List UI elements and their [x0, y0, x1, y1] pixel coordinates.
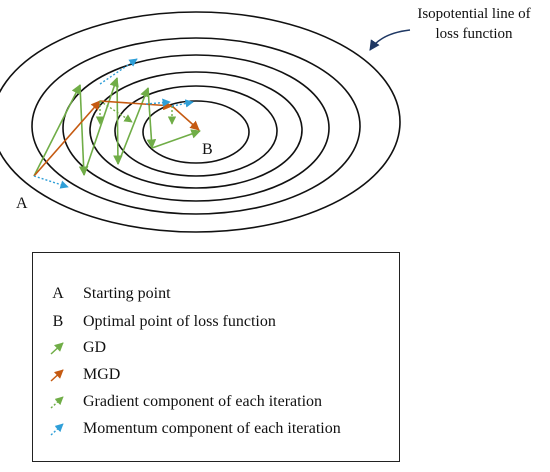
contour-ring-1 [0, 11, 401, 233]
loss-contour-diagram: A B [0, 11, 411, 233]
gd-step-3 [83, 77, 119, 176]
contour-callout: Isopotential line of loss function [404, 4, 544, 44]
legend-label-optimal: Optimal point of loss function [83, 313, 276, 330]
callout-line-1: Isopotential line of [417, 6, 531, 22]
legend-symbol-a: A [52, 285, 64, 302]
legend-item-gradient: Gradient component of each iteration [33, 391, 322, 413]
legend: A Starting point B Optimal point of loss… [32, 252, 400, 462]
contour-ring-4 [89, 71, 303, 189]
momentum-component-1 [33, 175, 69, 189]
legend-symbol-b: B [52, 313, 64, 330]
momentum-component-3 [145, 98, 171, 107]
contour-ring-3 [62, 54, 330, 202]
green-dotted-arrow-icon [33, 393, 83, 411]
legend-item-gd: GD [33, 337, 106, 359]
contour-ring-6 [142, 100, 250, 164]
momentum-component-4 [171, 99, 194, 108]
callout-line-2: loss function [435, 26, 513, 42]
gd-step-1 [33, 84, 81, 177]
contour-ring-2 [31, 37, 361, 215]
gd-step-6 [146, 87, 157, 149]
green-solid-arrow-icon [33, 339, 83, 357]
mgd-step-2 [99, 100, 173, 111]
legend-item-start: A Starting point [33, 283, 171, 305]
gd-step-7 [151, 129, 201, 149]
mgd-step-3 [171, 105, 200, 131]
momentum-component-2 [99, 58, 138, 85]
legend-item-momentum: Momentum component of each iteration [33, 418, 341, 440]
legend-item-mgd: MGD [33, 364, 120, 386]
legend-label-mgd: MGD [83, 366, 121, 383]
gd-step-5 [117, 87, 150, 165]
blue-dotted-arrow-icon [33, 420, 83, 438]
point-a-label: A [16, 195, 28, 212]
point-b-label: B [202, 141, 213, 158]
orange-solid-arrow-icon [33, 366, 83, 384]
legend-label-momentum: Momentum component of each iteration [83, 420, 341, 437]
legend-label-start: Starting point [83, 285, 171, 302]
gd-step-2 [78, 84, 89, 176]
legend-label-gd: GD [83, 339, 107, 356]
mgd-step-1 [33, 100, 101, 177]
legend-label-gradient: Gradient component of each iteration [83, 393, 323, 410]
contour-ring-5 [114, 85, 278, 177]
callout-arrow [369, 29, 411, 51]
gd-step-4 [113, 77, 123, 165]
legend-item-optimal: B Optimal point of loss function [33, 311, 276, 333]
